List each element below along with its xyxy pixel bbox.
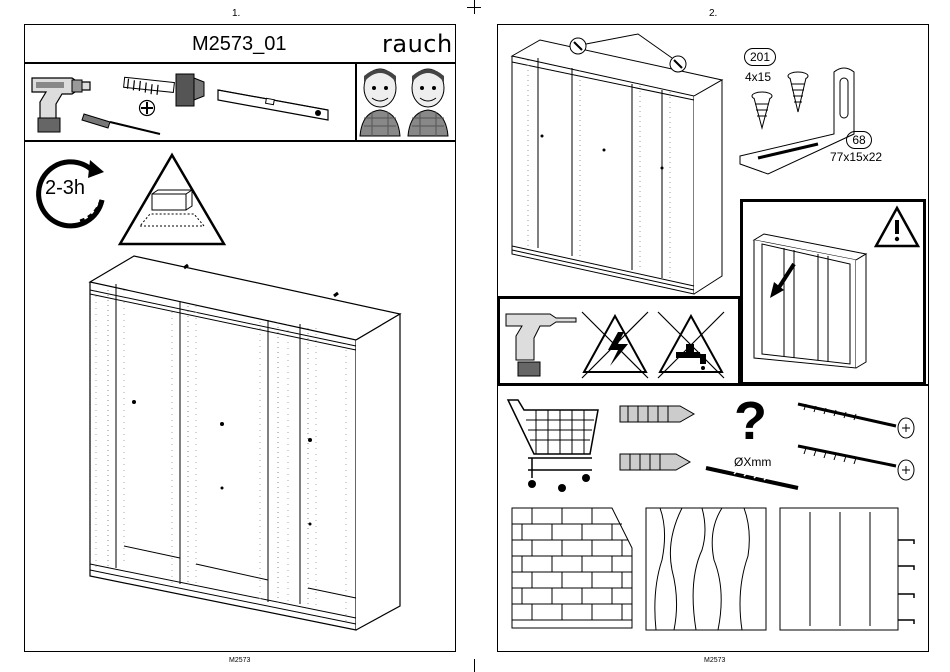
electric-hazard-icon — [580, 310, 650, 380]
drill-bit-icon — [704, 464, 800, 492]
part-201-id: 201 — [750, 50, 770, 64]
tipped-wardrobe-icon — [750, 234, 868, 374]
screwdriver-icon — [82, 110, 164, 136]
model-code: M2573_01 — [192, 33, 287, 56]
center-tick-top-h — [467, 7, 481, 8]
wall-plug-icon — [618, 398, 708, 478]
page-footer-2: M2573 — [704, 657, 725, 664]
spirit-level-icon — [216, 88, 332, 124]
warning-triangle-icon — [116, 152, 228, 248]
screw-icon — [796, 398, 920, 484]
hammer-icon — [120, 72, 210, 112]
wood-wall-icon — [644, 506, 768, 632]
warning-exclamation-icon — [874, 206, 920, 248]
wardrobe-illustration-2 — [510, 38, 724, 296]
part-68-size: 77x15x22 — [830, 150, 882, 164]
assembler-people-icon — [358, 64, 452, 138]
assembly-duration: 2-3h — [45, 177, 85, 200]
wardrobe-illustration-1 — [88, 254, 402, 634]
shopping-cart-icon — [506, 398, 600, 498]
question-icon: ? — [734, 390, 767, 452]
brick-wall-icon — [510, 506, 634, 630]
part-68-id: 68 — [852, 133, 865, 147]
brand-logo: rauch — [382, 30, 453, 58]
tools-people-divider — [355, 62, 357, 142]
page-number-1: 1. — [232, 8, 240, 19]
panel-wall-icon — [778, 506, 920, 632]
page-footer-1: M2573 — [229, 657, 250, 664]
part-68-badge: 68 — [846, 131, 872, 149]
tools-divider-1 — [24, 140, 456, 142]
page-number-2: 2. — [709, 8, 717, 19]
screw-callout-lines — [570, 36, 690, 76]
drill-icon-2 — [504, 304, 578, 380]
bottom-divider — [497, 384, 929, 386]
center-tick-bottom — [474, 659, 475, 672]
water-hazard-icon — [656, 310, 726, 380]
